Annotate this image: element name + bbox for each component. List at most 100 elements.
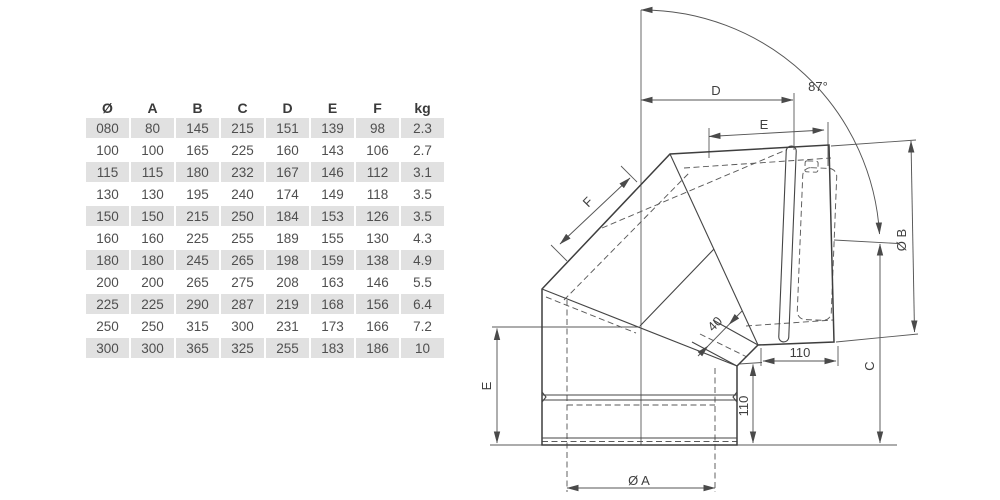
table-cell: 160: [96, 230, 119, 246]
elbow-body: [541, 144, 835, 446]
table-cell: 146: [311, 162, 354, 182]
dim-label-diameter-b: Ø B: [894, 229, 909, 251]
table-cell: 150: [86, 206, 129, 226]
table-cell: 183: [311, 338, 354, 358]
table-cell: 198: [266, 250, 309, 270]
table-cell: 7.2: [413, 318, 432, 334]
dim-label-e-left: E: [479, 381, 494, 390]
table-cell: 195: [186, 186, 209, 202]
table-cell: 255: [266, 338, 309, 358]
band-notch-left: [541, 391, 547, 403]
table-cell: 184: [266, 206, 309, 226]
column-header: kg: [414, 99, 431, 116]
table-cell: 4.9: [401, 250, 444, 270]
table-cell: 145: [176, 118, 219, 138]
table-cell: 138: [356, 250, 399, 270]
table-cell: 115: [86, 162, 129, 182]
table-cell: 173: [321, 318, 344, 334]
inner-miter-lower: [545, 296, 637, 334]
table-cell: 180: [176, 162, 219, 182]
corner-tick: [738, 362, 763, 365]
inner-wall-diagonal: [563, 171, 691, 301]
segment-fold-line: [639, 248, 715, 327]
table-cell: 166: [366, 318, 389, 334]
dim-line-diameter-b: [908, 140, 918, 333]
dim-line-e-top: [708, 127, 825, 140]
table-cell: 287: [221, 294, 264, 314]
table-cell: 180: [86, 250, 129, 270]
table-cell: 225: [231, 142, 254, 158]
table-cell: 155: [321, 230, 344, 246]
table-cell: 300: [231, 318, 254, 334]
table-cell: 98: [356, 118, 399, 138]
throat-face-lower: [691, 341, 738, 367]
table-cell: 130: [141, 186, 164, 202]
table-cell: 115: [131, 162, 174, 182]
column-header: E: [327, 99, 338, 116]
socket-bead: [778, 145, 797, 343]
table-cell: 275: [231, 274, 254, 290]
table-cell: 4.3: [413, 230, 432, 246]
table-cell: 225: [131, 294, 174, 314]
table-cell: 080: [86, 118, 129, 138]
table-cell: 245: [176, 250, 219, 270]
table-cell: 200: [96, 274, 119, 290]
dim-label-f: F: [580, 194, 596, 210]
table-cell: 163: [321, 274, 344, 290]
table-cell: 186: [356, 338, 399, 358]
table-cell: 231: [276, 318, 299, 334]
table-cell: 100: [96, 142, 119, 158]
dimension-labels: 87° D E F Ø B C 110 110 E Ø A 40: [479, 79, 909, 488]
column-header: D: [282, 99, 293, 116]
table-cell: 250: [96, 318, 119, 334]
dim-40-arrow-upper: [728, 310, 743, 325]
socket-inner-tab: [804, 160, 819, 173]
table-cell: 3.5: [401, 206, 444, 226]
table-cell: 325: [221, 338, 264, 358]
column-header: B: [192, 99, 203, 116]
table-cell: 112: [356, 162, 399, 182]
table-cell: 5.5: [413, 274, 432, 290]
angle-label: 87°: [808, 79, 828, 94]
table-cell: 215: [221, 118, 264, 138]
table-cell: 156: [356, 294, 399, 314]
table-cell: 300: [131, 338, 174, 358]
table-cell: 189: [276, 230, 299, 246]
throat-face-upper: [712, 319, 759, 346]
table-cell: 225: [186, 230, 209, 246]
dim-label-110-horizontal: 110: [790, 345, 811, 360]
table-cell: 167: [266, 162, 309, 182]
table-cell: 240: [231, 186, 254, 202]
table-cell: 219: [266, 294, 309, 314]
dim-label-d: D: [711, 83, 720, 98]
table-cell: 100: [141, 142, 164, 158]
column-header: F: [373, 99, 382, 116]
table-cell: 159: [311, 250, 354, 270]
table-cell: 180: [131, 250, 174, 270]
table-cell: 265: [186, 274, 209, 290]
table-cell: 250: [221, 206, 264, 226]
table-cell: 130: [366, 230, 389, 246]
table-cell: 168: [311, 294, 354, 314]
hidden-lines: [542, 149, 838, 492]
table-cell: 232: [221, 162, 264, 182]
band-notch-right: [732, 391, 738, 403]
table-cell: 160: [276, 142, 299, 158]
diameter-b-extension-bottom: [835, 333, 919, 343]
dim-line-f: [559, 177, 631, 245]
table-cell: 225: [86, 294, 129, 314]
table-cell: 126: [356, 206, 399, 226]
dim-label-e-top: E: [760, 117, 769, 132]
table-cell: 265: [221, 250, 264, 270]
dim-40-midline: [707, 324, 730, 347]
table-cell: 3.5: [413, 186, 432, 202]
